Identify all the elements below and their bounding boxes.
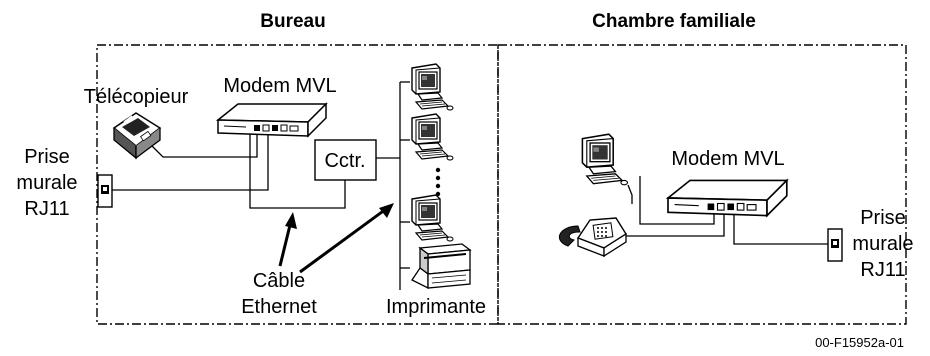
wall-jack-right-label-3: RJ11 <box>860 259 905 281</box>
wall-jack-cable-left <box>110 132 269 191</box>
ethernet-cable-label-1: Câble <box>253 270 305 292</box>
modem-office-label: Modem MVL <box>223 75 336 97</box>
family-room-area-outline <box>497 44 907 325</box>
wall-jack-left-icon <box>97 174 113 208</box>
modem-ethernet-cable <box>249 132 346 209</box>
figure-id: 00-F15952a-01 <box>815 335 904 350</box>
wall-jack-cable-right <box>733 210 830 245</box>
wall-jack-left-label-2: murale <box>16 172 77 194</box>
computer-1-icon <box>411 63 454 111</box>
hub-label: Cctr. <box>324 150 365 172</box>
modem-office-icon <box>217 103 327 137</box>
modem-family-label: Modem MVL <box>671 148 784 170</box>
family-phone-cable <box>622 210 725 237</box>
ethernet-cable-label-2: Ethernet <box>241 296 317 318</box>
telephone-icon <box>558 217 627 258</box>
wall-jack-right-icon <box>827 228 843 262</box>
computer-3-icon <box>411 194 454 242</box>
wall-jack-left-label-3: RJ11 <box>24 198 69 220</box>
wall-jack-left-label-1: Prise <box>24 146 70 168</box>
ethernet-arrow-left <box>278 212 297 267</box>
fax-label: Télécopieur <box>84 86 189 108</box>
printer-label: Imprimante <box>386 296 486 318</box>
computer-2-icon <box>411 113 454 161</box>
ethernet-arrow-right <box>299 203 394 274</box>
family-pc-mouse-cord <box>627 184 633 204</box>
wall-jack-right-label-2: murale <box>852 233 913 255</box>
fax-machine-icon <box>112 112 162 160</box>
section-title-office: Bureau <box>260 11 325 32</box>
ellipsis-dots <box>435 167 441 197</box>
section-title-family-room: Chambre familiale <box>592 11 756 32</box>
printer-icon <box>411 243 472 290</box>
fax-cable <box>149 132 258 158</box>
office-area-outline <box>96 44 499 325</box>
wall-jack-right-label-1: Prise <box>860 207 906 229</box>
hub-box <box>314 139 377 181</box>
family-computer-icon <box>581 133 629 186</box>
family-pc-cable <box>639 176 715 225</box>
modem-family-icon <box>667 179 788 217</box>
